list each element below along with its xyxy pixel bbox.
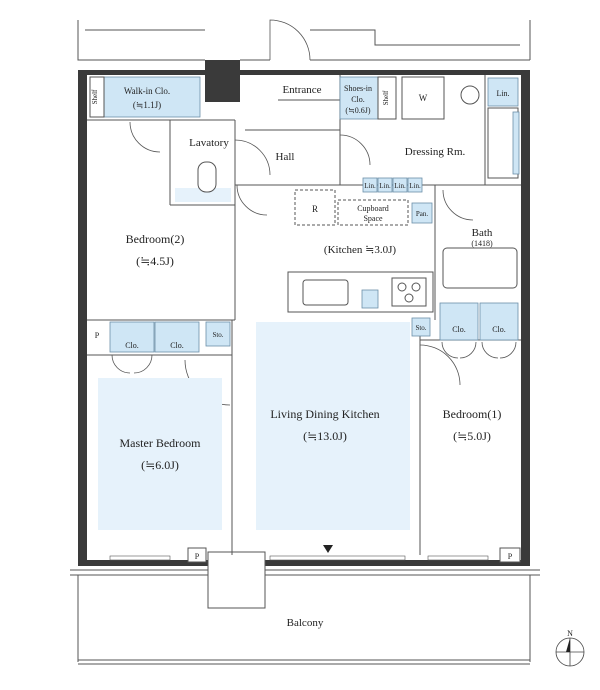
bedroom1-door (419, 344, 461, 386)
bedroom2-label: Bedroom(2) (126, 232, 185, 246)
ldk-label: Living Dining Kitchen (270, 407, 379, 421)
toilet (197, 161, 217, 193)
cupboard-label: Cupboard (357, 204, 389, 213)
cupboard-space-label: Space (363, 214, 383, 223)
kitchen-stove (391, 277, 427, 307)
entrance-door (269, 19, 311, 61)
bath-door (442, 189, 474, 221)
bedroom2-door (129, 121, 161, 153)
burner-3 (404, 293, 414, 303)
svg-text:Lin.: Lin. (364, 182, 376, 190)
kitchen-label: (Kitchen ≒3.0J) (324, 244, 396, 256)
storage-left-label: Sto. (212, 331, 223, 339)
linen-top (487, 77, 519, 107)
pipe-space-left (187, 547, 207, 563)
shoesin-shelf (377, 76, 397, 120)
dressing-door (339, 134, 371, 166)
closet-left-1 (109, 321, 155, 353)
fridge-space (294, 189, 336, 226)
north-arrow-icon (555, 637, 585, 667)
walkin-shelf-label: Shelf (91, 89, 99, 104)
entry-marker (323, 545, 333, 553)
master-size: (≒6.0J) (141, 458, 179, 472)
closet-right-doors (441, 341, 517, 359)
ldk-size: (≒13.0J) (303, 429, 347, 443)
svg-text:Lin.: Lin. (394, 182, 406, 190)
master-bedroom-area (98, 378, 222, 530)
closet-right-2 (479, 302, 519, 341)
closet-right-2-label: Clo. (492, 325, 506, 334)
closet-left-2-label: Clo. (170, 341, 184, 350)
storage-left (205, 321, 231, 347)
storage-right (411, 317, 431, 337)
entrance-label: Entrance (282, 84, 321, 96)
burner-2 (411, 282, 421, 292)
burner-1 (397, 282, 407, 292)
shoesin-size: (≒0.6J) (345, 106, 370, 115)
washer-label: W (419, 93, 428, 103)
fridge-label: R (312, 204, 318, 214)
bedroom1-size: (≒5.0J) (453, 429, 491, 443)
closet-left-2 (154, 321, 200, 353)
hall-door (236, 184, 268, 216)
shoesin-shelf-label: Shelf (382, 90, 390, 105)
cupboard-space (337, 199, 409, 226)
kitchen-sink (302, 279, 349, 306)
lavatory-label: Lavatory (189, 137, 229, 149)
storage-right-label: Sto. (415, 324, 426, 332)
master-label: Master Bedroom (120, 436, 202, 450)
bedroom1-label: Bedroom(1) (443, 407, 502, 421)
washer (401, 76, 445, 120)
walkin-shelf (89, 76, 105, 118)
lavatory-storage (175, 188, 231, 202)
corridor-outline (77, 20, 531, 61)
pipe-space-left-top: P (95, 331, 100, 340)
svg-text:Lin.: Lin. (379, 182, 391, 190)
outer-walls (78, 60, 530, 566)
bath-size: (1418) (471, 239, 493, 248)
vanity-shelf (512, 111, 520, 175)
walkin-size: (≒1.1J) (133, 100, 161, 110)
linen-top-label: Lin. (496, 89, 509, 98)
windows (109, 555, 489, 561)
pipe-space-right-label: P (508, 552, 513, 561)
dressing-label: Dressing Rm. (405, 146, 466, 158)
closet-left-1-label: Clo. (125, 341, 139, 350)
pipe-space-left-label: P (195, 552, 200, 561)
walkin-closet (89, 76, 201, 118)
pipe-space-right (499, 547, 521, 563)
balcony-label: Balcony (287, 617, 324, 629)
shoesin-clo-label: Clo. (351, 95, 365, 104)
outdoor-unit (207, 551, 266, 609)
pantry (411, 202, 433, 224)
kitchen-storage (361, 289, 379, 309)
bathtub (442, 247, 518, 289)
shoesin-label: Shoes-in (344, 84, 372, 93)
closet-right-1 (439, 302, 479, 341)
linen-row: Lin. Lin. Lin. Lin. (362, 177, 423, 193)
walkin-label: Walk-in Clo. (124, 86, 170, 96)
balcony-area (70, 551, 540, 665)
bath-label: Bath (472, 227, 493, 239)
sink-circle (460, 85, 480, 105)
hall-label: Hall (276, 151, 295, 163)
lavatory-door (234, 139, 271, 176)
closet-left-doors (111, 354, 153, 374)
closet-right-1-label: Clo. (452, 325, 466, 334)
svg-text:Lin.: Lin. (409, 182, 421, 190)
north-label: N (567, 629, 573, 638)
pantry-label: Pan. (416, 210, 429, 218)
ldk-area (256, 322, 410, 530)
bedroom2-size: (≒4.5J) (136, 254, 174, 268)
